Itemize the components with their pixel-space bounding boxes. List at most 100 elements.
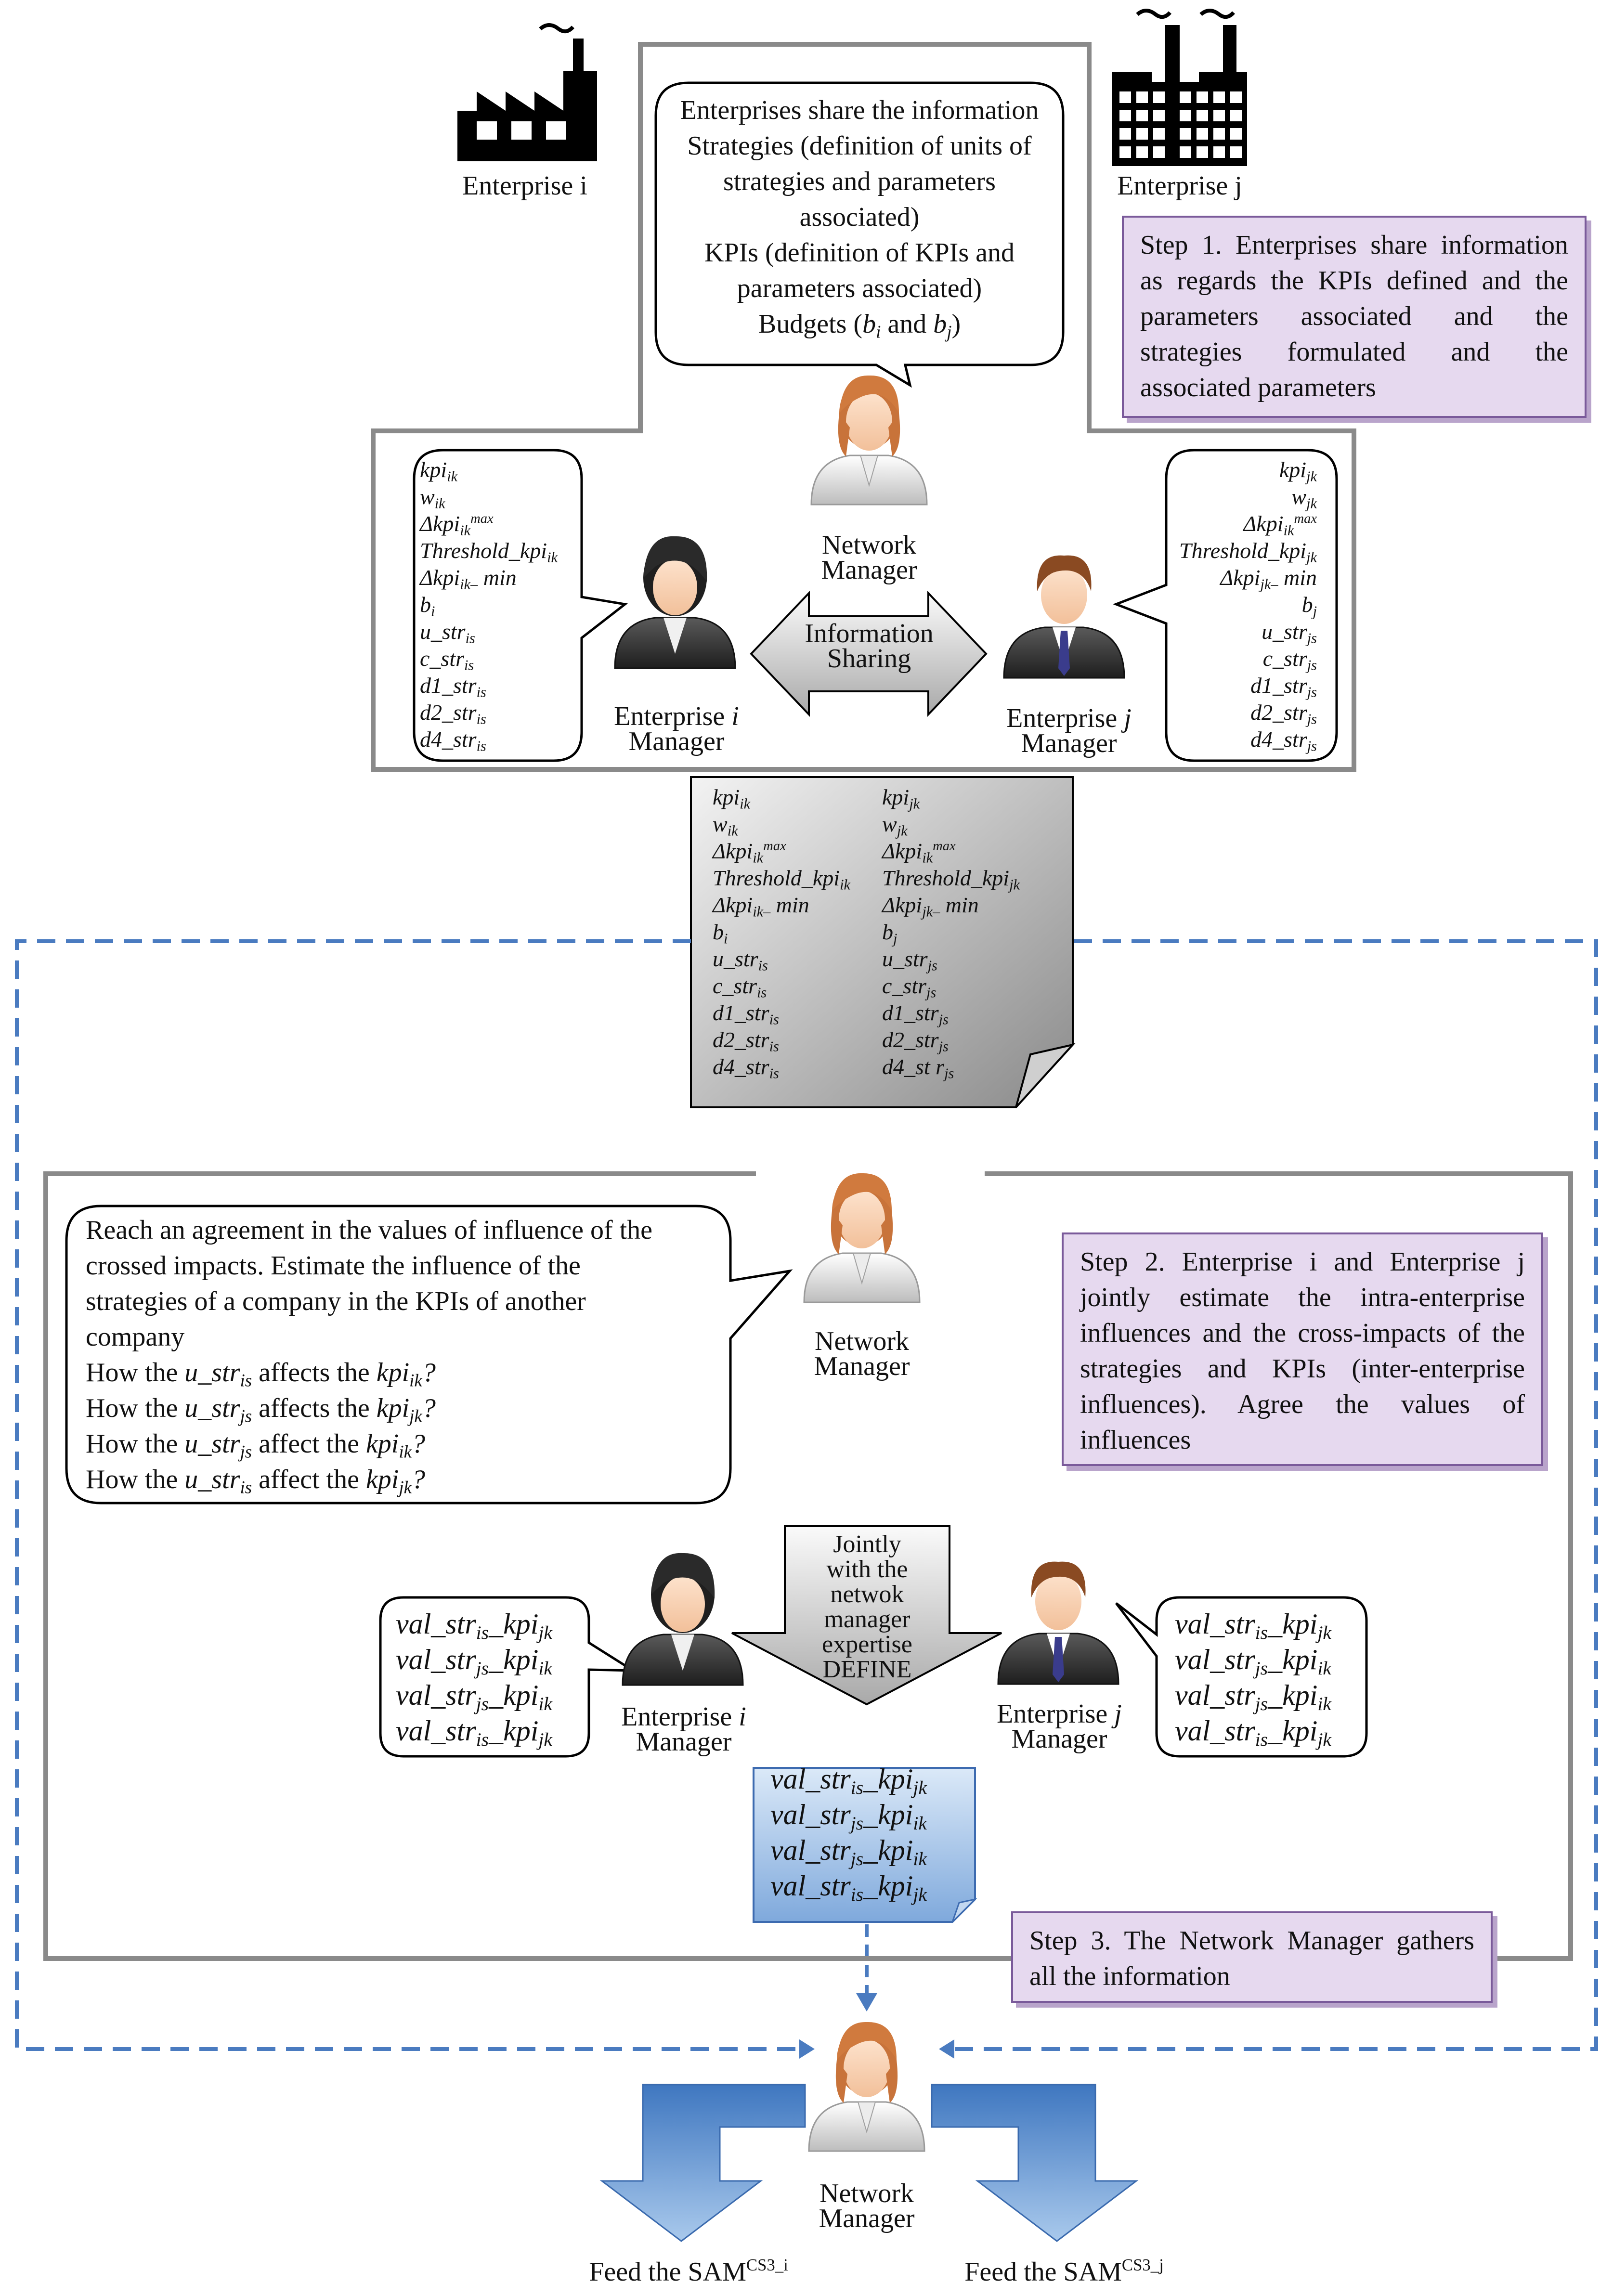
param-line: Threshold_kpiik <box>713 865 872 892</box>
sub: ik– <box>460 576 478 593</box>
b-symbol: b <box>862 309 876 339</box>
label-line: Enterprise i <box>592 1702 775 1732</box>
param-line: c_stris <box>713 973 872 1000</box>
param-line: d4_stris <box>420 726 579 753</box>
sym: d4_st r <box>882 1054 945 1079</box>
sym: kpi <box>1282 1715 1318 1747</box>
sub: is <box>476 711 486 727</box>
sub: jk <box>538 1729 552 1751</box>
top-bubble-line: strategies and parameters <box>723 167 996 196</box>
b-symbol: b <box>933 309 947 339</box>
sym: c_str <box>713 973 757 998</box>
question-line: How the u_stris affect the kpijk? <box>86 1462 726 1497</box>
sym: Δkpi <box>713 893 753 917</box>
sub: jk <box>913 1884 927 1906</box>
param-line: d4_strjs <box>1170 726 1317 753</box>
sub: is <box>769 1065 779 1082</box>
param-line: d1_strjs <box>882 999 1060 1027</box>
sub: ik <box>1283 522 1294 539</box>
q: ? <box>412 1465 426 1494</box>
sym: b <box>420 592 431 617</box>
top-bubble-line: associated) <box>799 202 920 232</box>
sub: js <box>476 1693 489 1715</box>
label-line: netwok <box>830 1581 904 1608</box>
enterprise-j-label: Enterprise j <box>1117 171 1242 201</box>
param-line: u_stris <box>713 946 872 973</box>
sym: Threshold_kpi <box>1179 538 1307 563</box>
sym: kpi <box>878 1763 913 1795</box>
enterprise-j-manager-label-bottom: Enterprise j Manager <box>968 1700 1151 1752</box>
label-line: Jointly <box>833 1531 901 1558</box>
label-line: Enterprise j <box>977 703 1160 733</box>
sub: jk <box>538 1622 552 1644</box>
feed-arrow-right <box>931 2084 1139 2242</box>
shared-doc-list-j: kpijk wjk Δkpiikmax Threshold_kpijk Δkpi… <box>882 784 1060 1081</box>
param-line: bi <box>420 591 579 620</box>
sym: Δkpi <box>882 893 923 917</box>
sub: jk <box>1306 549 1317 566</box>
sub: i <box>876 322 881 342</box>
sub: ik <box>1317 1693 1331 1715</box>
sub: jk <box>909 795 920 812</box>
param-line: bj <box>1170 591 1317 620</box>
agreement-speech-bubble <box>65 1205 793 1505</box>
question-line: How the u_strjs affects the kpijk? <box>86 1390 726 1426</box>
sym: w <box>882 812 897 836</box>
top-bubble-line: Enterprises share the information <box>680 95 1039 125</box>
sub: jk <box>1317 1729 1331 1751</box>
sub: is <box>240 1477 252 1497</box>
step3-box: Step 3. The Network Manager gathers all … <box>1011 1911 1493 2003</box>
label-line: Network <box>820 2179 914 2208</box>
sub: jk <box>399 1477 412 1497</box>
budgets-suffix: ) <box>951 309 961 339</box>
sym: u_str <box>184 1358 240 1388</box>
sub: ik <box>753 849 764 866</box>
sym: Δkpi <box>1220 565 1261 590</box>
param-line: d2_strjs <box>1170 699 1317 726</box>
define-arrow-text: Jointly with the netwok manager expertis… <box>785 1532 950 1682</box>
sub: i <box>724 930 728 947</box>
how: How the <box>86 1358 185 1388</box>
define-down-arrow <box>731 1525 1002 1706</box>
sym: kpi <box>878 1799 913 1830</box>
sym: d4_str <box>713 1054 769 1079</box>
enterprise-j-manager-label-top: Enterprise j Manager <box>977 703 1160 757</box>
sub: ik <box>547 549 558 566</box>
sub: i <box>431 603 435 620</box>
prefix: Enterprise <box>621 1702 732 1732</box>
top-speech-bubble <box>654 81 1065 388</box>
sub: js <box>240 1441 252 1462</box>
sub: jk– <box>922 903 940 920</box>
question-line: How the u_strjs affect the kpiik? <box>86 1426 726 1462</box>
sub: js <box>938 1038 949 1055</box>
sym: val_str <box>1175 1715 1255 1747</box>
network-manager-avatar-top <box>810 375 928 506</box>
network-manager-avatar-bottom <box>808 2021 925 2152</box>
prefix: Enterprise <box>1006 703 1118 733</box>
sym: kpi <box>376 1393 410 1423</box>
sub: is <box>476 1622 489 1644</box>
index: j <box>1124 703 1132 733</box>
step2-frame <box>43 1171 1573 1961</box>
sym: b <box>1301 592 1313 617</box>
sub: ik <box>727 822 738 839</box>
dashed-arrow-head-right <box>939 2039 954 2059</box>
feed-sam-i-label: Feed the SAMCS3_i <box>563 2254 814 2290</box>
sub: jk <box>913 1777 927 1799</box>
agreement-line: company <box>86 1322 185 1352</box>
sub: ik <box>913 1813 927 1834</box>
param-line: kpiik <box>713 784 872 811</box>
params-list-j: kpijk wjk Δkpiikmax Threshold_kpijk Δkpi… <box>1170 456 1317 753</box>
label-line: expertise <box>822 1631 912 1658</box>
sym: min <box>940 893 979 917</box>
sub: is <box>476 1729 489 1751</box>
value-bubble-right <box>1115 1596 1368 1758</box>
sub: j <box>893 930 898 947</box>
sym: d1_str <box>882 1000 939 1025</box>
sub: is <box>1255 1622 1268 1644</box>
sub: j <box>1313 603 1317 620</box>
sub: jk <box>409 1406 422 1426</box>
sub: js <box>476 1658 489 1679</box>
sub: js <box>1307 684 1317 700</box>
param-line: Δkpiikmax <box>882 838 1060 865</box>
